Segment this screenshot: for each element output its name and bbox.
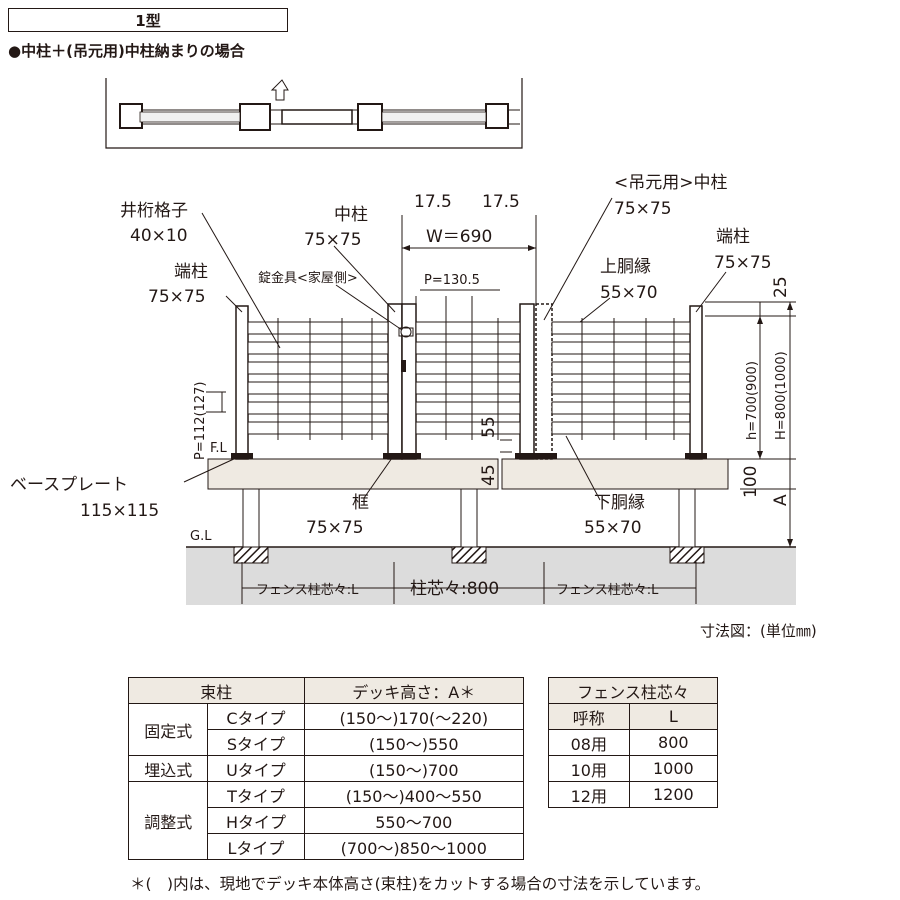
base-plate-label: ベースプレート (10, 475, 128, 495)
footings (233, 546, 705, 564)
table-title-cell: フェンス柱芯々 (548, 677, 718, 704)
footnote: ＊( )内は、現地でデッキ本体高さ(束柱)をカットする場合の寸法を示しています。 (130, 875, 711, 893)
value-cell: 1200 (628, 781, 719, 808)
dim-H-label: H=800(1000) (774, 351, 789, 440)
dim-17-5-right: 17.5 (482, 192, 520, 212)
gate-lock-icon (398, 326, 414, 372)
hinge-post-size: 75×75 (614, 199, 672, 219)
table-header-cell: 呼称 (548, 703, 630, 730)
type-cell: Tタイプ (207, 781, 305, 808)
unit-note: 寸法図：(単位㎜) (700, 622, 817, 640)
group-cell: 埋込式 (127, 755, 209, 782)
table-row: 12用 1200 (548, 781, 719, 808)
lattice-gate (415, 318, 521, 440)
base-plates (231, 453, 707, 459)
group-cell: 固定式 (127, 703, 209, 756)
table-row: フェンス柱芯々 (548, 677, 718, 704)
post-pitch: 柱芯々:800 (410, 579, 499, 599)
table-row: 調整式 Tタイプ (150〜)400〜550 (127, 781, 525, 860)
value-cell: (700〜)850〜1000 (303, 833, 525, 860)
deck-posts (242, 488, 696, 548)
value-cell: (150〜)550 (303, 729, 525, 756)
pitch-label: P=130.5 (424, 273, 480, 288)
lattice-left (247, 318, 389, 440)
fence-pitch-left: フェンス柱芯々:L (256, 583, 359, 598)
fence-pitch-right: フェンス柱芯々:L (556, 583, 659, 598)
table-row: 固定式 Cタイプ (150〜)170(〜220) (127, 703, 525, 756)
gl-label: G.L (190, 529, 212, 544)
frame-size: 75×75 (306, 518, 364, 538)
center-post-size: 75×75 (304, 230, 362, 250)
lattice-right (551, 318, 691, 440)
value-cell: 1000 (628, 755, 719, 782)
dim-45-label: 45 (479, 464, 499, 486)
end-post-right-size: 75×75 (714, 253, 772, 273)
width-label: W＝690 (426, 227, 492, 247)
table-row: 埋込式 Uタイプ (150〜)700 (127, 755, 525, 782)
center-post-label: 中柱 (334, 205, 368, 225)
deck-right (501, 458, 729, 490)
case-title: ●中柱＋(吊元用)中柱納まりの場合 (8, 42, 245, 60)
value-cell: 800 (628, 729, 719, 756)
group-cell: 調整式 (127, 781, 209, 860)
table-row: 08用 800 (548, 729, 719, 756)
base-plate-size: 115×115 (80, 501, 159, 521)
table-row: Lタイプ (700〜)850〜1000 (129, 833, 525, 860)
fence-posts (235, 303, 703, 460)
fence-pitch-table: フェンス柱芯々 呼称 L 08用 800 10用 1000 12用 1200 (548, 677, 719, 808)
bottom-rail-label: 下胴縁 (594, 493, 645, 513)
name-cell: 08用 (548, 729, 630, 756)
name-cell: 12用 (548, 781, 630, 808)
type-label: 1型 (135, 11, 161, 30)
frame-label: 框 (352, 493, 369, 513)
bottom-rail-size: 55×70 (584, 518, 642, 538)
dim-h-label: h=700(900) (745, 361, 760, 440)
pitch-vertical-label: P=112(127) (193, 381, 208, 460)
dim-25-label: 25 (771, 276, 791, 298)
open-direction-arrow-icon (270, 79, 289, 101)
hinge-post-label: <吊元用>中柱 (614, 173, 728, 193)
lock-label: 錠金具<家屋側> (258, 270, 358, 286)
lattice-label: 井桁格子 (120, 201, 188, 221)
plan-view (105, 78, 523, 149)
dimension-lines (183, 197, 796, 604)
dim-100-label: 100 (741, 466, 761, 498)
type-cell: Sタイプ (207, 729, 305, 756)
type-cell: Uタイプ (207, 755, 305, 782)
elevation-labels: 井桁格子 40×10 端柱 75×75 中柱 75×75 錠金具<家屋側> 17… (10, 173, 791, 599)
name-cell: 10用 (548, 755, 630, 782)
table-header-cell: 束柱 (128, 677, 305, 704)
deck-post-table: 束柱 デッキ高さ：A＊ 固定式 Cタイプ (150〜)170(〜220) Sタイ… (127, 677, 525, 860)
table-row: 10用 1000 (548, 755, 719, 782)
table-row: 呼称 L (548, 703, 719, 730)
fence-drawing: 井桁格子 40×10 端柱 75×75 中柱 75×75 錠金具<家屋側> 17… (10, 78, 796, 605)
end-post-right-label: 端柱 (716, 227, 750, 247)
deck-left (207, 458, 499, 490)
dim-17-5-left: 17.5 (414, 192, 452, 212)
table-row: 束柱 デッキ高さ：A＊ (128, 677, 525, 704)
type-cell: Cタイプ (207, 703, 305, 730)
lattice-size: 40×10 (130, 226, 188, 246)
value-cell: 550〜700 (303, 807, 525, 834)
dimension-arrows (402, 245, 793, 547)
value-cell: (150〜)700 (303, 755, 525, 782)
end-post-left-size: 75×75 (148, 287, 206, 307)
table-header-cell: L (628, 703, 719, 730)
top-rail-label: 上胴縁 (600, 257, 651, 277)
type-label-box: 1型 (8, 8, 288, 32)
value-cell: (150〜)170(〜220) (303, 703, 525, 730)
dim-55-label: 55 (479, 416, 499, 438)
dim-A-label: A (771, 494, 791, 506)
table-header-cell: デッキ高さ：A＊ (303, 677, 525, 704)
end-post-left-label: 端柱 (174, 262, 208, 282)
type-cell: Hタイプ (207, 807, 305, 834)
value-cell: (150〜)400〜550 (303, 781, 525, 808)
type-cell: Lタイプ (207, 833, 305, 860)
fl-label: F.L (210, 441, 228, 456)
top-rail-size: 55×70 (600, 283, 658, 303)
